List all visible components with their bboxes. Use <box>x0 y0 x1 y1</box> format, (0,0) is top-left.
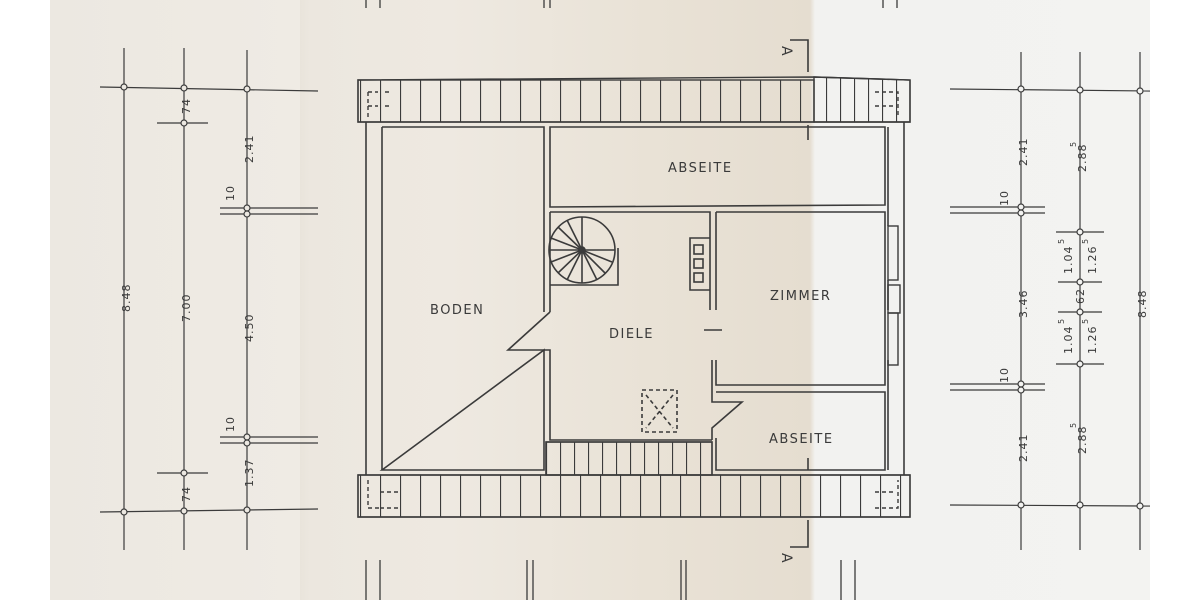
dim-right-outer: 8.48 <box>1136 290 1149 319</box>
dim-right-window-top-a-sup: 5 <box>1057 239 1066 244</box>
dim-right-window-bot-a-sup: 5 <box>1057 319 1066 324</box>
dim-left-wall-top: 10 <box>224 185 237 201</box>
dim-right-segment-middle: 3.46 <box>1017 290 1030 319</box>
windows-right <box>887 225 901 366</box>
dim-right-wall-top: 10 <box>998 190 1011 206</box>
roof-eave-top <box>357 76 911 123</box>
dim-right-wall-bottom: 10 <box>998 367 1011 383</box>
dim-right-roof-bottom: 2.88 <box>1076 426 1089 455</box>
dimension-chain-right <box>949 52 1151 550</box>
dim-right-roof-top-sup: 5 <box>1069 142 1078 147</box>
room-abseite-bottom <box>715 391 886 471</box>
dim-left-segment-top: 2.41 <box>243 135 256 164</box>
room-label-zimmer: ZIMMER <box>770 289 831 304</box>
room-label-boden: BODEN <box>430 303 484 318</box>
room-boden <box>379 126 545 471</box>
dim-left-segment-bottom: 1.37 <box>243 459 256 488</box>
room-abseite-top <box>549 126 886 208</box>
dim-right-window-top-a: 1.04 <box>1062 246 1075 275</box>
dim-right-window-bot-b-sup: 5 <box>1081 319 1090 324</box>
dim-right-segment-top: 2.41 <box>1017 138 1030 167</box>
wall-stubs <box>365 0 898 600</box>
section-cut-line <box>790 39 809 548</box>
dim-right-window-top-b-sup: 5 <box>1081 239 1090 244</box>
dim-right-window-top-b: 1.26 <box>1086 246 1099 275</box>
dimension-chain-left <box>99 48 319 550</box>
section-label-top: A <box>778 46 794 57</box>
dim-left-inner: 7.00 <box>180 294 193 323</box>
dim-right-window-mid: 62 <box>1074 288 1087 304</box>
outer-walls <box>365 122 905 475</box>
room-diele <box>505 211 745 441</box>
room-zimmer <box>715 211 886 386</box>
room-label-diele: DIELE <box>609 327 654 342</box>
room-label-abseite-bottom: ABSEITE <box>769 432 834 447</box>
section-label-bottom: A <box>778 553 794 564</box>
dim-left-segment-middle: 4.50 <box>243 314 256 343</box>
dim-left-bottom-overhang: 74 <box>180 486 193 502</box>
dim-right-roof-top: 2.88 <box>1076 144 1089 173</box>
dim-left-top-overhang: 74 <box>180 98 193 114</box>
dimension-labels-left: 8.48 7.00 74 74 2.41 10 4.50 10 1.37 <box>120 98 256 502</box>
dim-right-window-bot-b: 1.26 <box>1086 326 1099 355</box>
dim-right-segment-bottom: 2.41 <box>1017 434 1030 463</box>
dimension-labels-right: 2.41 10 3.46 10 2.41 2.88 5 1.04 5 1.26 … <box>998 138 1149 463</box>
dim-left-outer: 8.48 <box>120 284 133 313</box>
dim-right-window-bot-a: 1.04 <box>1062 326 1075 355</box>
roof-eave-bottom <box>357 441 911 518</box>
dim-right-roof-bottom-sup: 5 <box>1069 423 1078 428</box>
dim-left-wall-bottom: 10 <box>224 416 237 432</box>
room-label-abseite-top: ABSEITE <box>668 161 733 176</box>
